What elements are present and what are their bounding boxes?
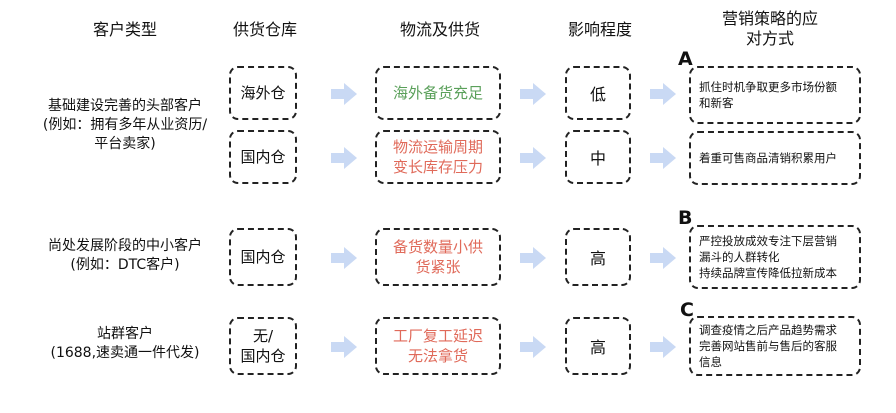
- logistics-label: 海外备货充足: [392, 84, 483, 102]
- header-impact: 影响程度: [567, 20, 632, 39]
- strategy-line: 漏斗的人群转化: [699, 250, 780, 264]
- customer-type-c: 站群客户 (1688,速卖通一件代发): [10, 325, 240, 363]
- impact-box: 高: [565, 317, 631, 375]
- warehouse-box: 海外仓: [229, 66, 297, 120]
- strategy-line: 调查疫情之后产品趋势需求: [699, 323, 837, 337]
- impact-box: 高: [565, 228, 631, 286]
- warehouse-label: 无/: [252, 327, 274, 345]
- strategy-line: 信息: [699, 355, 722, 369]
- logistics-label: 备货数量小供: [392, 238, 483, 256]
- header-strategy-line2: 对方式: [745, 29, 794, 48]
- customer-line: 基础建设完善的头部客户: [48, 98, 202, 114]
- group-tag-c: C: [680, 299, 694, 321]
- customer-line: (例如：DTC客户): [70, 257, 180, 273]
- right-arrow-icon: [650, 336, 676, 358]
- right-arrow-icon: [650, 147, 676, 169]
- right-arrow-icon: [520, 83, 546, 105]
- strategy-line: 完善网站售前与售后的客服: [699, 339, 837, 353]
- warehouse-label: 海外仓: [240, 84, 286, 102]
- impact-label: 低: [589, 85, 606, 104]
- warehouse-label: 国内仓: [240, 148, 286, 166]
- impact-label: 高: [589, 338, 606, 357]
- right-arrow-icon: [331, 147, 357, 169]
- group-tag-a: A: [678, 48, 693, 70]
- right-arrow-icon: [650, 247, 676, 269]
- customer-line: 站群客户: [97, 326, 153, 342]
- logistics-label: 变长库存压力: [392, 158, 483, 176]
- strategy-box: 调查疫情之后产品趋势需求 完善网站售前与售后的客服 信息: [689, 316, 861, 376]
- strategy-line: 和新客: [699, 96, 734, 110]
- warehouse-box: 无/ 国内仓: [229, 317, 297, 375]
- strategy-line: 着重可售商品清销积累用户: [699, 151, 837, 165]
- logistics-label: 货紧张: [415, 258, 461, 276]
- logistics-label: 无法拿货: [407, 347, 468, 365]
- header-strategy: 营销策略的应 对方式: [705, 9, 835, 49]
- header-logistics: 物流及供货: [399, 20, 480, 39]
- logistics-box: 工厂复工延迟 无法拿货: [375, 317, 501, 375]
- customer-line: 尚处发展阶段的中小客户: [48, 238, 202, 254]
- logistics-label: 工厂复工延迟: [392, 327, 483, 345]
- impact-box: 中: [565, 130, 631, 184]
- right-arrow-icon: [520, 247, 546, 269]
- logistics-box: 备货数量小供 货紧张: [375, 228, 501, 286]
- strategy-line: 抓住时机争取更多市场份额: [699, 80, 837, 94]
- right-arrow-icon: [650, 83, 676, 105]
- warehouse-label: 国内仓: [240, 347, 286, 365]
- right-arrow-icon: [520, 336, 546, 358]
- customer-line: 平台卖家): [94, 136, 156, 152]
- strategy-box: 严控投放成效专注下层营销 漏斗的人群转化 持续品牌宣传降低拉新成本: [689, 225, 861, 289]
- logistics-box: 物流运输周期 变长库存压力: [375, 130, 501, 184]
- right-arrow-icon: [520, 147, 546, 169]
- logistics-label: 物流运输周期: [392, 138, 483, 156]
- warehouse-box: 国内仓: [229, 130, 297, 184]
- right-arrow-icon: [331, 83, 357, 105]
- customer-line: (1688,速卖通一件代发): [50, 345, 200, 361]
- strategy-line: 持续品牌宣传降低拉新成本: [699, 266, 837, 280]
- right-arrow-icon: [331, 336, 357, 358]
- impact-label: 高: [589, 249, 606, 268]
- right-arrow-icon: [331, 247, 357, 269]
- impact-box: 低: [565, 66, 631, 120]
- strategy-box: 抓住时机争取更多市场份额 和新客: [689, 66, 861, 124]
- impact-label: 中: [589, 149, 606, 168]
- group-tag-b: B: [678, 207, 693, 229]
- header-customer-type: 客户类型: [92, 20, 157, 39]
- customer-type-a: 基础建设完善的头部客户 (例如：拥有多年从业资历/ 平台卖家): [10, 97, 240, 154]
- customer-type-b: 尚处发展阶段的中小客户 (例如：DTC客户): [10, 237, 240, 275]
- customer-line: (例如：拥有多年从业资历/: [42, 117, 208, 133]
- strategy-line: 严控投放成效专注下层营销: [699, 234, 837, 248]
- header-warehouse: 供货仓库: [232, 20, 297, 39]
- strategy-box: 着重可售商品清销积累用户: [689, 131, 861, 185]
- header-strategy-line1: 营销策略的应: [721, 9, 818, 28]
- warehouse-label: 国内仓: [240, 248, 286, 266]
- warehouse-box: 国内仓: [229, 228, 297, 286]
- logistics-box: 海外备货充足: [375, 66, 501, 120]
